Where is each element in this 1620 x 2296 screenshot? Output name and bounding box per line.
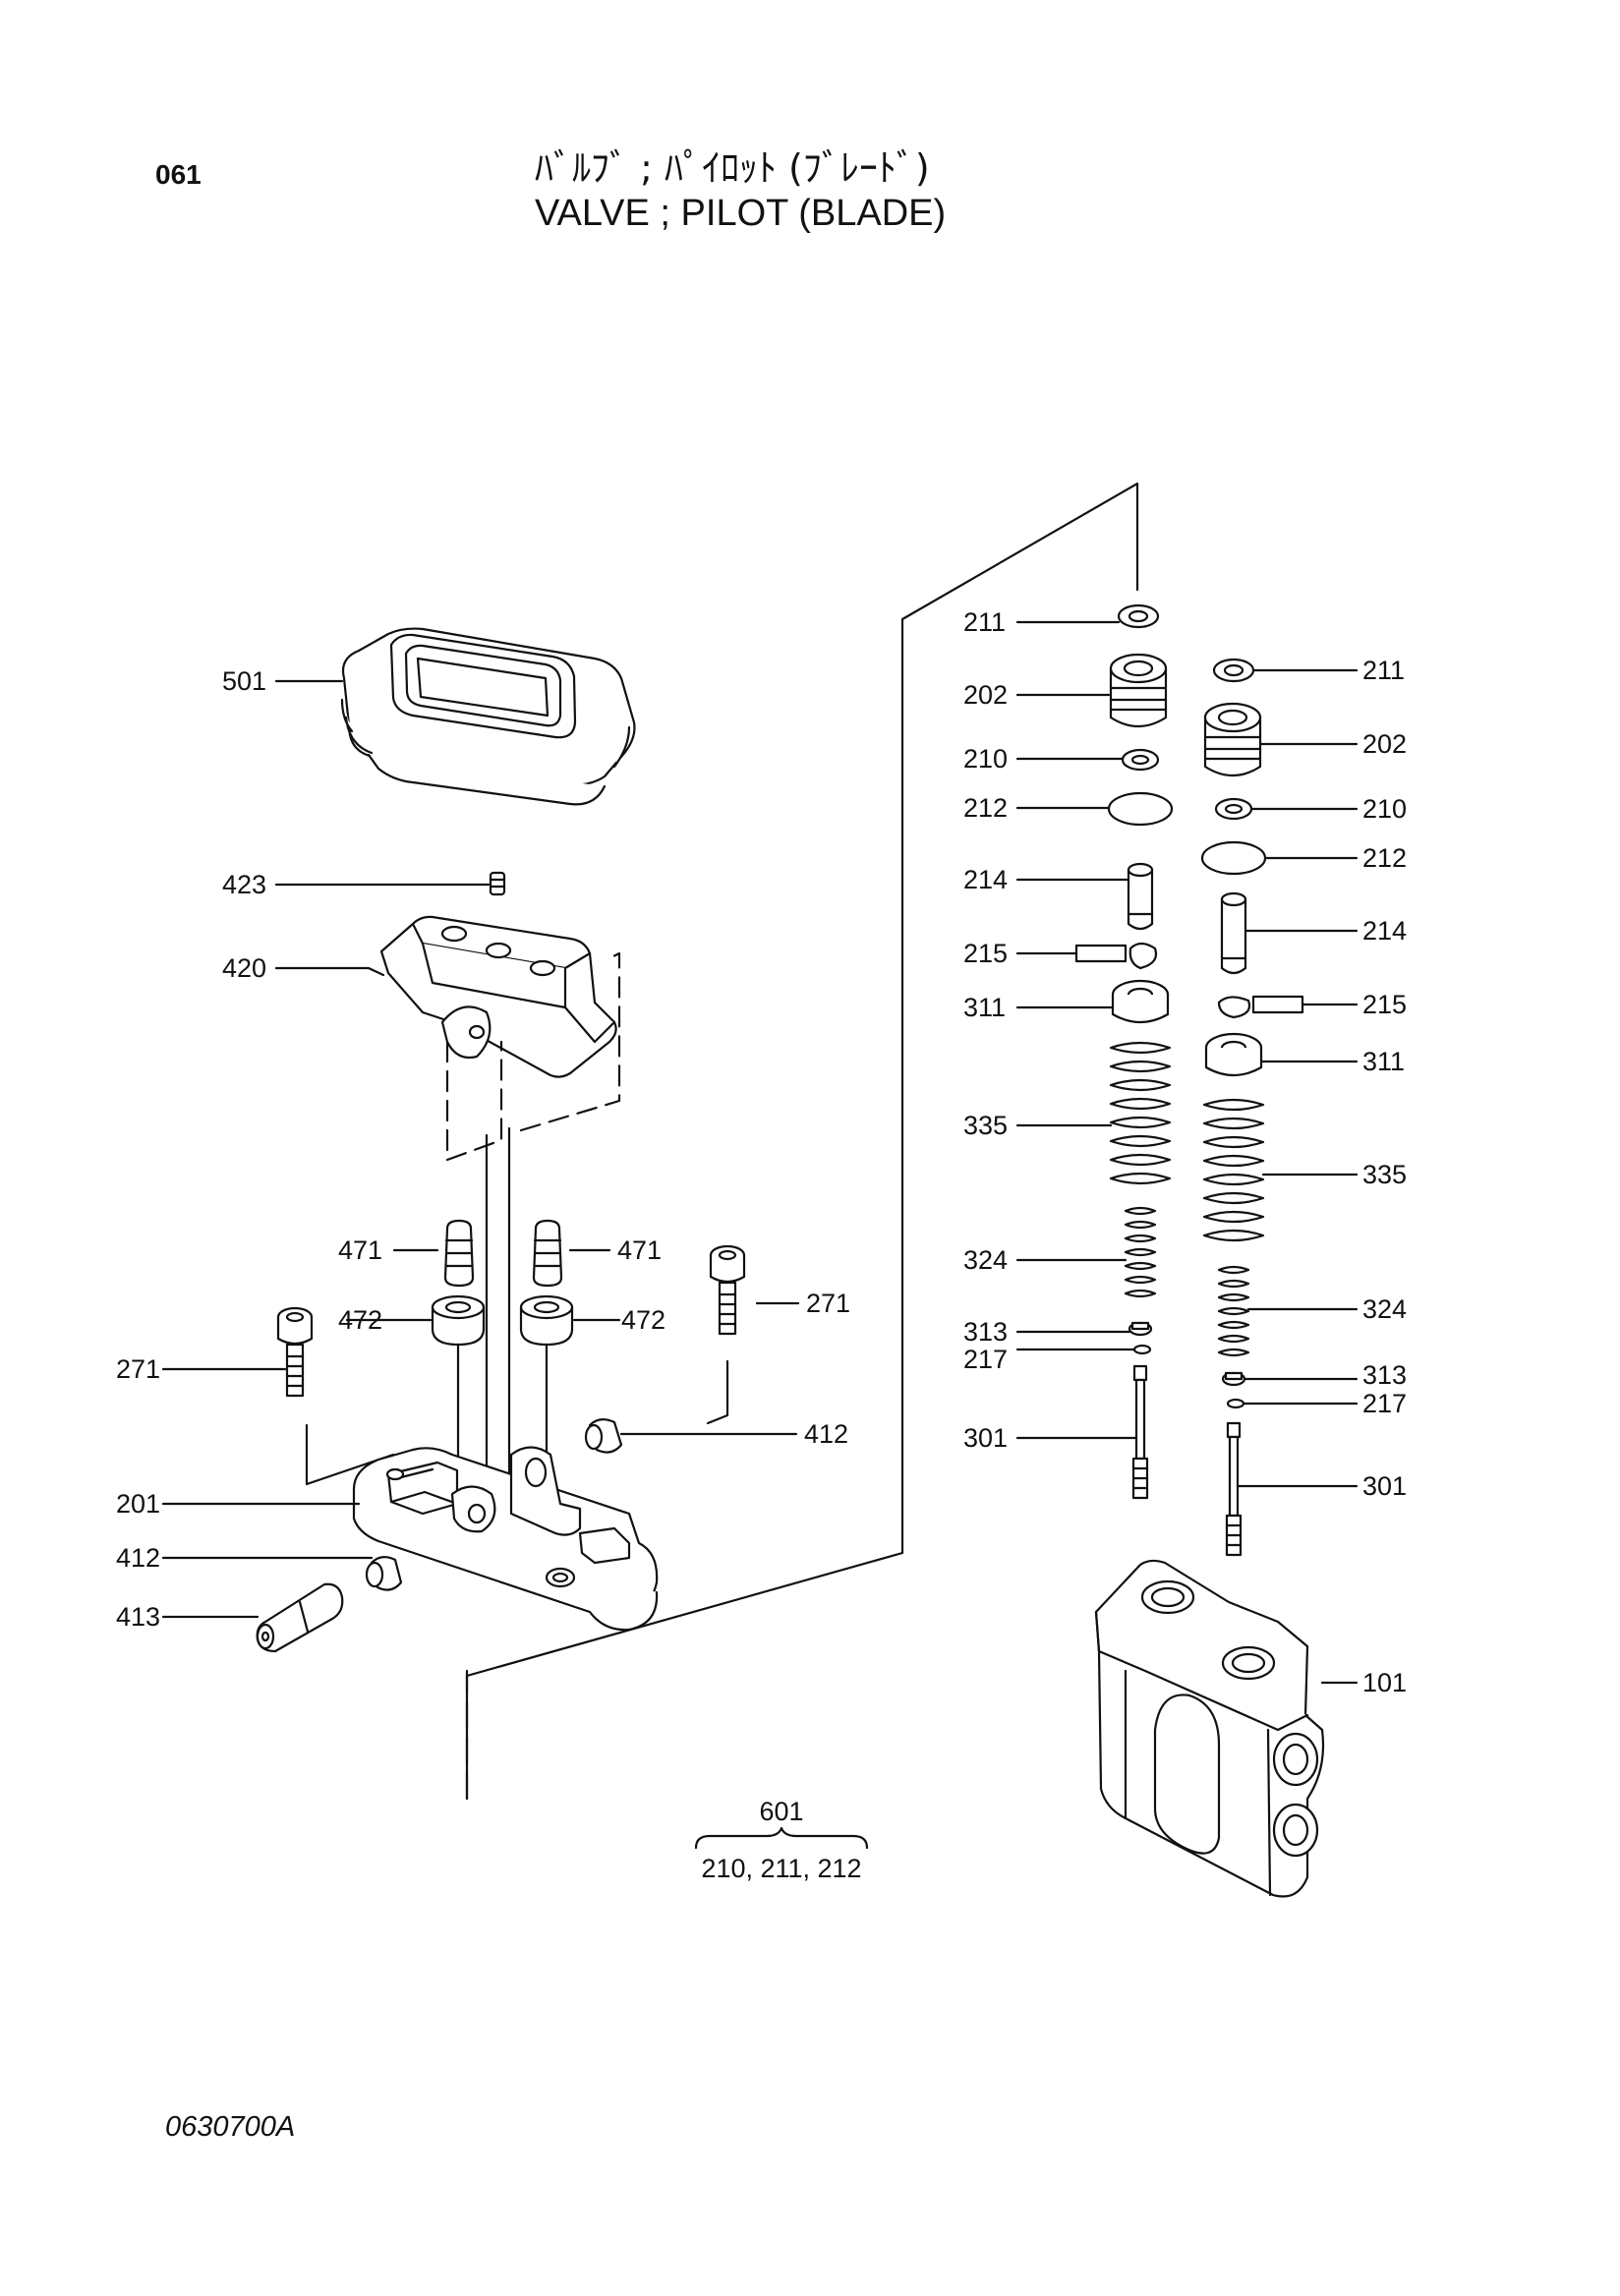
callout-center-215: 215 [963,939,1008,968]
kit-contents: 210, 211, 212 [701,1854,861,1883]
callout-right-311: 311 [1362,1047,1405,1076]
callout-472-right: 472 [621,1305,665,1335]
callout-center-313: 313 [963,1317,1008,1347]
valve-body-part-101 [1094,1559,1325,1898]
callout-center-212: 212 [963,793,1008,823]
callout-right-214: 214 [1362,916,1407,946]
callout-right-301: 301 [1362,1471,1407,1501]
drawing-code: 0630700A [165,2111,296,2143]
callout-412-lower: 412 [116,1543,160,1573]
callout-right-335: 335 [1362,1160,1407,1189]
callout-right-212: 212 [1362,843,1407,873]
pin-part-412-lower [365,1556,403,1591]
callout-right-215: 215 [1362,990,1407,1019]
callout-271-right: 271 [806,1289,850,1318]
base-part-201 [352,1446,659,1632]
plug-part-471-right [532,1219,563,1288]
callout-471-right: 471 [617,1235,662,1265]
callout-101: 101 [1362,1668,1407,1697]
page-number: 061 [155,159,202,190]
title-english: VALVE ; PILOT (BLADE) [535,193,947,234]
bolt-guide-lines [305,1359,729,1486]
callout-right-324: 324 [1362,1294,1407,1324]
plug-part-471-left [443,1219,475,1288]
fitting-part-413 [256,1582,344,1653]
callout-center-210: 210 [963,744,1008,774]
callout-413: 413 [116,1602,160,1632]
title-japanese: ﾊﾞﾙﾌﾞ ; ﾊﾟｲﾛｯﾄ (ﾌﾞﾚｰﾄﾞ) [535,146,930,190]
callout-right-217: 217 [1362,1389,1407,1418]
callout-center-217: 217 [963,1345,1008,1374]
callout-412-upper: 412 [804,1419,848,1449]
callout-center-324: 324 [963,1245,1008,1275]
callout-201: 201 [116,1489,160,1519]
assembly-frame-lines [465,482,1139,1801]
bushing-part-472-left [431,1294,486,1347]
callout-center-214: 214 [963,865,1008,894]
callout-right-313: 313 [1362,1360,1407,1390]
callout-center-335: 335 [963,1111,1008,1140]
callout-423: 423 [222,870,266,899]
callout-center-311: 311 [963,993,1006,1022]
callout-501: 501 [222,666,266,696]
kit-number: 601 [759,1797,803,1826]
callout-420: 420 [222,953,266,983]
callout-right-202: 202 [1362,729,1407,759]
bolt-part-271-left [276,1306,314,1398]
center-valve-stack [1074,603,1174,1500]
plate-part-420 [379,915,617,1078]
callouts-left: 501 423 420 471 471 472 472 271 271 412 … [116,666,850,1632]
callout-center-211: 211 [963,607,1006,637]
callout-471-left: 471 [338,1235,382,1265]
callouts-right: 211 202 210 212 214 215 311 335 324 313 … [1362,656,1407,1697]
bolt-part-271-right [709,1244,746,1336]
pin-part-412-upper [584,1418,623,1454]
callout-472-left: 472 [338,1305,382,1335]
callout-center-301: 301 [963,1423,1008,1453]
bushing-part-472-right [519,1294,574,1347]
screw-part-423 [489,871,506,896]
callouts-center: 211 202 210 212 214 215 311 335 324 313 … [963,607,1008,1453]
callout-271-left: 271 [116,1354,160,1384]
right-valve-stack [1200,658,1304,1557]
leader-lines [161,620,1359,1685]
boot-part-501 [340,627,636,806]
callout-right-210: 210 [1362,794,1407,824]
kit-bracket [694,1826,869,1850]
kit-labels: 601 210, 211, 212 [701,1797,861,1883]
plate-420-dash-guides [445,951,621,1162]
callout-right-211: 211 [1362,656,1405,685]
callout-center-202: 202 [963,680,1008,710]
